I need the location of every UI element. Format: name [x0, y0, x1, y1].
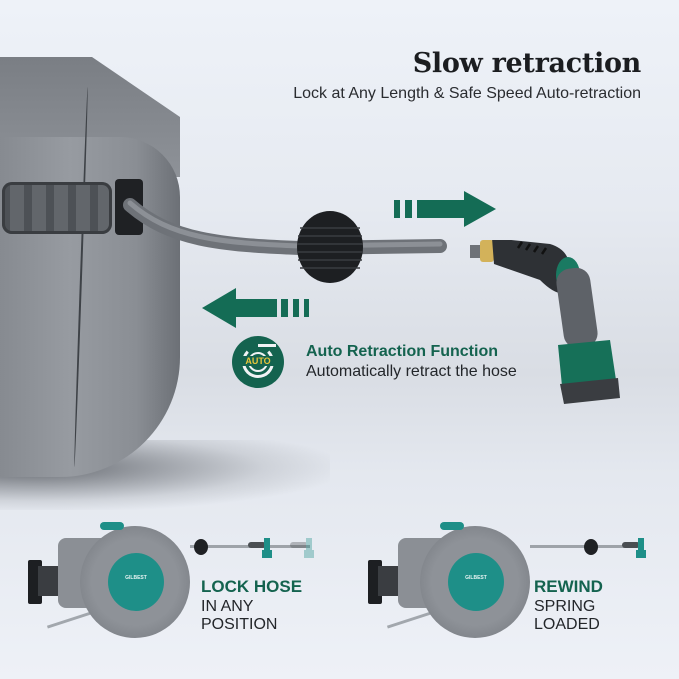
- arrow-right-icon: [394, 191, 504, 231]
- hose-stopper-ball: [194, 539, 208, 555]
- brand-logo: GILBEST: [465, 575, 487, 581]
- lock-hose-title: LOCK HOSE: [201, 577, 303, 596]
- rewind-subtitle: SPRING LOADED: [534, 598, 600, 633]
- spray-nozzle: [248, 538, 272, 558]
- feature-title: Auto Retraction Function: [306, 343, 498, 360]
- lock-button: [100, 522, 124, 530]
- headline-title: Slow retraction: [412, 48, 642, 79]
- headline-subtitle: Lock at Any Length & Safe Speed Auto-ret…: [293, 85, 641, 102]
- hose-stopper-ball: [297, 211, 363, 283]
- lock-button: [440, 522, 464, 530]
- lock-hose-panel: GILBEST LOCK HOSE IN ANY POSITION: [0, 508, 320, 658]
- hose-stopper-ball: [584, 539, 598, 555]
- reel-slot-opening: [115, 179, 143, 235]
- hose-reel-housing: [0, 57, 180, 477]
- reel-hub: GILBEST: [108, 553, 164, 611]
- feature-subtitle: Automatically retract the hose: [306, 363, 517, 380]
- headline: Slow retraction Lock at Any Length & Saf…: [293, 48, 641, 103]
- reel-hub: GILBEST: [448, 553, 504, 611]
- auto-retraction-feature: AUTO Auto Retraction Function Automatica…: [232, 336, 517, 388]
- arrow-left-icon: [202, 288, 312, 332]
- rewind-panel: GILBEST REWIND SPRING LOADED: [340, 508, 660, 658]
- auto-badge-label: AUTO: [239, 356, 277, 366]
- brand-logo: GILBEST: [125, 575, 147, 581]
- spray-nozzle: [622, 538, 646, 558]
- lock-hose-subtitle: IN ANY POSITION: [201, 598, 278, 633]
- reel-hose-slot: [2, 182, 112, 234]
- spray-nozzle-ghost: [290, 538, 314, 558]
- auto-retraction-icon: AUTO: [232, 336, 284, 388]
- rewind-title: REWIND: [534, 577, 603, 596]
- spray-nozzle-illustration: [470, 240, 620, 404]
